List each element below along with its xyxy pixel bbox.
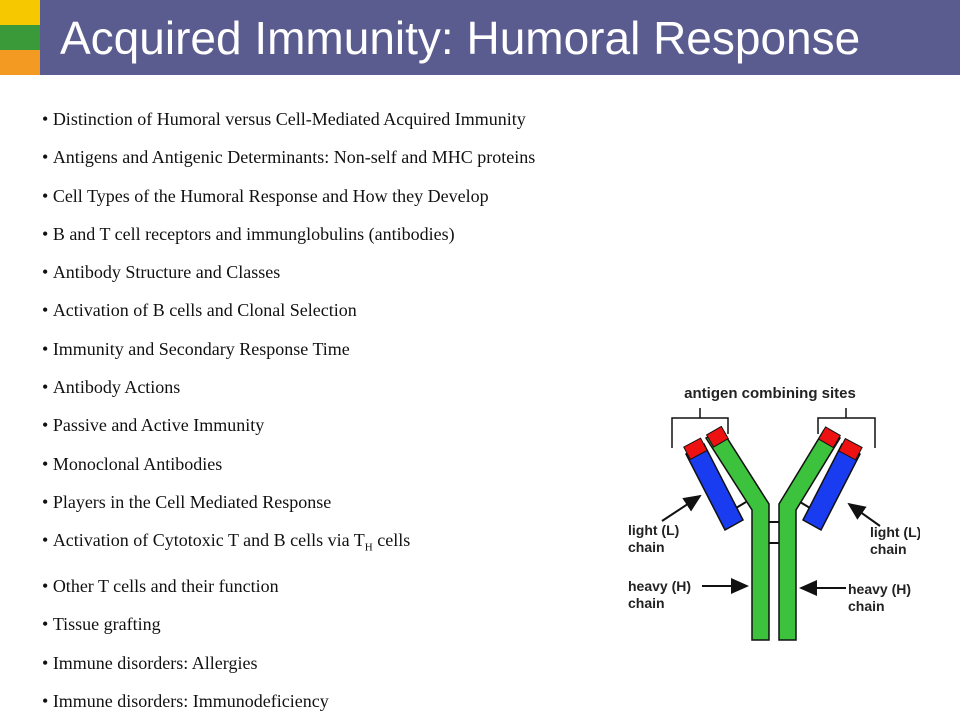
bullet-item: Immune disorders: Immunodeficiency bbox=[42, 682, 535, 720]
label-light-chain-right-2: chain bbox=[870, 541, 907, 557]
subscript-h: H bbox=[364, 541, 373, 554]
label-light-chain-left-2: chain bbox=[628, 539, 665, 555]
antibody-diagram: antigen combining sites light (L) chain … bbox=[628, 385, 920, 641]
label-heavy-chain-right-2: chain bbox=[848, 598, 885, 614]
combining-site-heavy-right bbox=[817, 426, 841, 449]
bullet-item: Antigens and Antigenic Determinants: Non… bbox=[42, 138, 535, 176]
bullet-item: Monoclonal Antibodies bbox=[42, 445, 535, 483]
bullet-list: Distinction of Humoral versus Cell-Media… bbox=[42, 100, 535, 720]
bullet-item: Tissue grafting bbox=[42, 605, 535, 643]
slide-title: Acquired Immunity: Humoral Response bbox=[60, 12, 861, 64]
heavy-chain-left bbox=[704, 429, 770, 641]
label-antigen-combining-sites: antigen combining sites bbox=[684, 385, 856, 402]
bullet-item: Players in the Cell Mediated Response bbox=[42, 483, 535, 521]
heavy-chain-right bbox=[778, 429, 842, 641]
bullet-item: B and T cell receptors and immunglobulin… bbox=[42, 215, 535, 253]
arrow-light-right bbox=[847, 502, 881, 527]
label-light-chain-left: light (L) bbox=[628, 522, 679, 538]
accent-yellow-block bbox=[0, 0, 40, 25]
bullet-item: Activation of Cytotoxic T and B cells vi… bbox=[42, 521, 535, 567]
label-light-chain-right: light (L) bbox=[870, 524, 920, 540]
combining-site-light-left bbox=[683, 437, 708, 461]
bullet-item: Cell Types of the Humoral Response and H… bbox=[42, 177, 535, 215]
bullet-item: Antibody Actions bbox=[42, 368, 535, 406]
disulfide-bond-right-light bbox=[799, 501, 811, 509]
bullet-item: Other T cells and their function bbox=[42, 567, 535, 605]
accent-orange-block bbox=[0, 50, 40, 75]
bullet-item: Antibody Structure and Classes bbox=[42, 253, 535, 291]
accent-green-block bbox=[0, 25, 40, 50]
label-heavy-chain-right: heavy (H) bbox=[848, 581, 911, 597]
label-heavy-chain-left: heavy (H) bbox=[628, 578, 691, 594]
arrow-light-left bbox=[661, 494, 702, 522]
bullet-item: Activation of B cells and Clonal Selecti… bbox=[42, 291, 535, 329]
bullet-item: Immune disorders: Allergies bbox=[42, 644, 535, 682]
disulfide-bond-left-light bbox=[735, 501, 747, 509]
combining-site-heavy-left bbox=[705, 425, 729, 448]
bullet-item: Immunity and Secondary Response Time bbox=[42, 330, 535, 368]
label-heavy-chain-left-2: chain bbox=[628, 595, 665, 611]
header-bar bbox=[40, 0, 960, 75]
combining-site-light-right bbox=[838, 437, 863, 461]
bullet-item: Distinction of Humoral versus Cell-Media… bbox=[42, 100, 535, 138]
bullet-item: Passive and Active Immunity bbox=[42, 406, 535, 444]
